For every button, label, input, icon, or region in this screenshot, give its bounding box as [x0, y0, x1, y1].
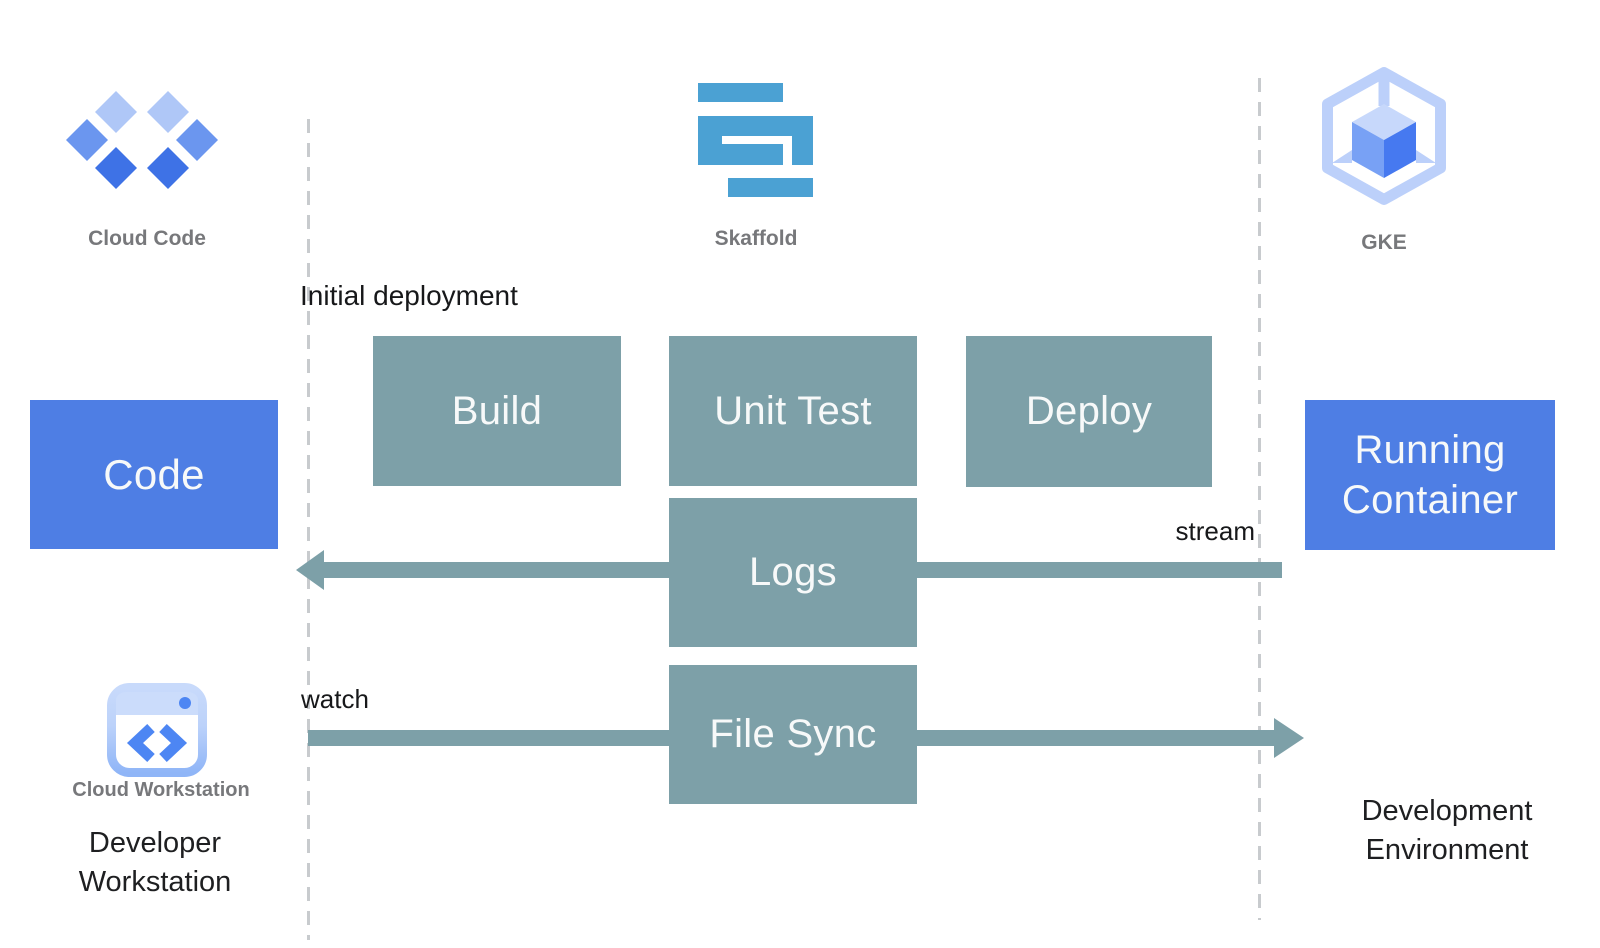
- cloud-code-icon: [66, 91, 218, 189]
- node-logs-label: Logs: [749, 550, 837, 594]
- node-code: Code: [30, 400, 278, 549]
- skaffold-icon: [698, 83, 813, 197]
- node-build-label: Build: [451, 388, 543, 433]
- node-running-container: Running Container: [1305, 400, 1555, 550]
- skaffold-label: Skaffold: [714, 227, 798, 250]
- watch-arrow-head: [1274, 718, 1304, 758]
- cloud-workstation-label: Cloud Workstation: [72, 779, 250, 801]
- development-environment-caption: Development Environment: [1361, 795, 1533, 867]
- node-file-sync-label: File Sync: [709, 712, 877, 756]
- node-file-sync: File Sync: [669, 665, 917, 804]
- gke-icon: [1322, 67, 1446, 205]
- lane-divider-left: [307, 119, 310, 940]
- cloud-code-label: Cloud Code: [88, 227, 206, 250]
- node-unit-test-label: Unit Test: [714, 388, 872, 433]
- node-deploy-label: Deploy: [1025, 389, 1153, 433]
- watch-label: watch: [301, 684, 369, 714]
- node-unit-test: Unit Test: [669, 336, 917, 486]
- node-logs: Logs: [669, 498, 917, 647]
- initial-deployment-label: Initial deployment: [300, 280, 518, 311]
- stream-label: stream: [1175, 516, 1255, 546]
- node-code-label: Code: [103, 450, 205, 498]
- developer-workstation-caption: Developer Workstation: [78, 827, 232, 899]
- gke-label: GKE: [1361, 231, 1407, 254]
- node-build: Build: [373, 336, 621, 486]
- stream-arrow-head: [296, 550, 324, 590]
- node-running-container-label: Running Container: [1341, 428, 1519, 522]
- lane-divider-right: [1258, 78, 1261, 920]
- cloud-workstation-icon: [107, 683, 207, 777]
- node-deploy: Deploy: [966, 336, 1212, 487]
